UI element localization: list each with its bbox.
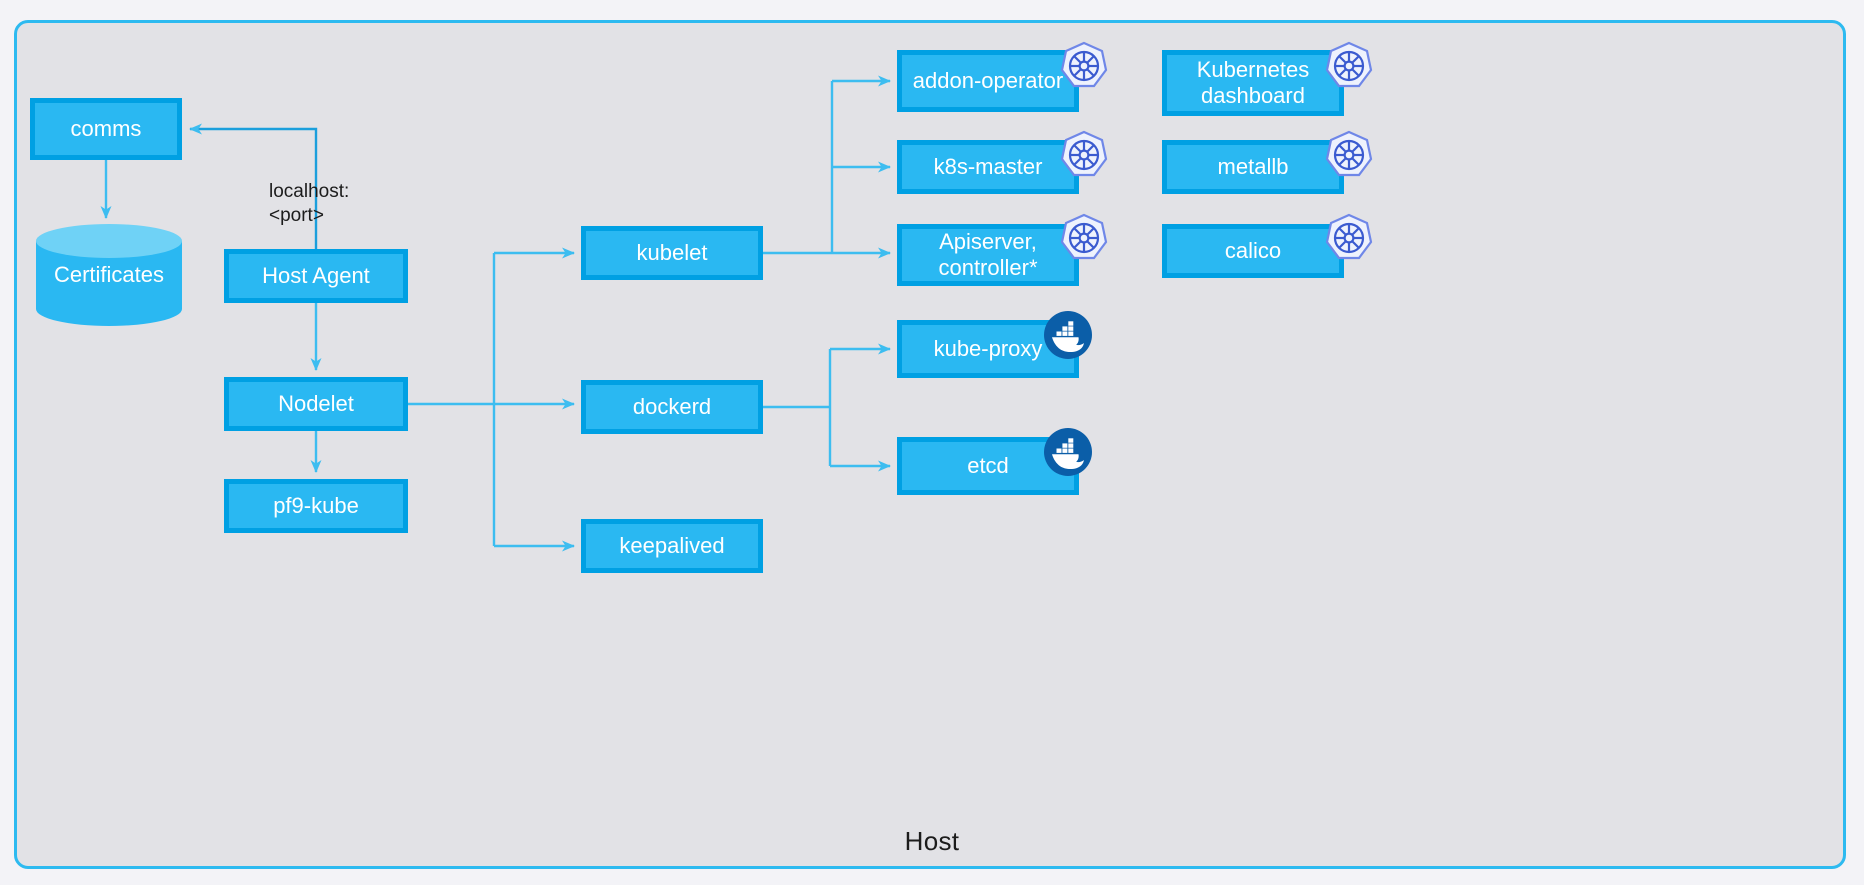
node-kubelet[interactable]: kubelet (581, 226, 763, 280)
kubernetes-icon (1323, 40, 1375, 97)
node-k8s-master[interactable]: k8s-master (897, 140, 1079, 194)
kubernetes-icon (1323, 212, 1375, 269)
database-cylinder-icon (36, 224, 182, 258)
node-apiserver[interactable]: Apiserver, controller* (897, 224, 1079, 286)
node-host-agent[interactable]: Host Agent (224, 249, 408, 303)
host-container-label: Host (904, 826, 960, 856)
cylinder-bottom (36, 292, 182, 326)
kubernetes-icon (1058, 212, 1110, 269)
node-nodelet[interactable]: Nodelet (224, 377, 408, 431)
node-keepalived[interactable]: keepalived (581, 519, 763, 573)
node-dockerd[interactable]: dockerd (581, 380, 763, 434)
kubernetes-icon (1058, 40, 1110, 97)
node-comms[interactable]: comms (30, 98, 182, 160)
node-kubernetes-dashboard[interactable]: Kubernetes dashboard (1162, 50, 1344, 116)
node-certificates[interactable]: Certificates (36, 224, 182, 326)
node-metallb[interactable]: metallb (1162, 140, 1344, 194)
docker-icon (1043, 310, 1093, 365)
node-pf9-kube[interactable]: pf9-kube (224, 479, 408, 533)
docker-icon (1043, 427, 1093, 482)
kubernetes-icon (1058, 129, 1110, 186)
node-certificates-label: Certificates (53, 262, 165, 287)
node-calico[interactable]: calico (1162, 224, 1344, 278)
kubernetes-icon (1323, 129, 1375, 186)
node-addon-operator[interactable]: addon-operator (897, 50, 1079, 112)
edge-label-localhost-port: localhost: <port> (269, 181, 350, 226)
